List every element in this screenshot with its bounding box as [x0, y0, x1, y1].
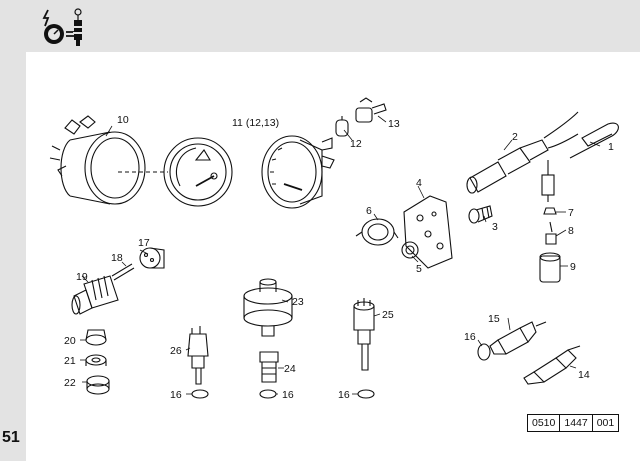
callout-2: 2: [512, 131, 518, 143]
grommet-5: [401, 241, 419, 259]
callout-19: 19: [76, 271, 88, 283]
gauge-housing-10: [49, 115, 146, 205]
clip-1: [569, 122, 619, 159]
callout-15: 15: [488, 313, 500, 325]
callout-23: 23: [292, 296, 304, 308]
callout-17: 17: [138, 237, 150, 249]
washer-21: [85, 354, 107, 366]
callout-9: 9: [570, 261, 576, 273]
wire-8: [545, 221, 557, 245]
cap-6: [355, 218, 399, 246]
gauge-11: [261, 135, 335, 209]
callout-5: 5: [416, 263, 422, 275]
reference-part-3: 001: [591, 415, 619, 431]
callout-18: 18: [111, 252, 123, 264]
reference-number-box: 0510 1447 001: [527, 414, 620, 432]
header-band: [0, 0, 640, 52]
callout-6: 6: [366, 205, 372, 217]
pressure-sender-23: [243, 278, 293, 337]
temperature-sender-25: [353, 298, 375, 371]
adapter-24: [259, 351, 279, 383]
washer-16-c: [357, 389, 375, 399]
callout-10: 10: [117, 114, 129, 126]
margin-band: [0, 52, 26, 461]
callout-13: 13: [388, 118, 400, 130]
callout-16-c: 16: [338, 389, 350, 401]
bracket-4: [403, 195, 453, 269]
callout-24: 24: [284, 363, 296, 375]
reference-part-1: 0510: [532, 417, 556, 429]
washer-16-b: [259, 389, 277, 399]
callout-14: 14: [578, 369, 590, 381]
pin-18: [111, 263, 135, 281]
nut-22: [86, 375, 110, 395]
temperature-switch-26: [187, 326, 209, 385]
page-number: 51: [2, 429, 20, 446]
seal-20: [85, 329, 107, 346]
screw-3: [468, 205, 493, 224]
callout-11: 11 (12,13): [232, 117, 279, 129]
nut-7: [543, 207, 557, 215]
callout-4: 4: [416, 177, 422, 189]
callout-20: 20: [64, 335, 76, 347]
reference-part-2: 1447: [559, 415, 591, 431]
connector-17: [139, 247, 165, 269]
callout-7: 7: [568, 207, 574, 219]
bulb-12: [335, 116, 349, 137]
gauge-face: [163, 137, 233, 207]
callout-22: 22: [64, 377, 76, 389]
callout-16-d: 16: [464, 331, 476, 343]
callout-12: 12: [350, 138, 362, 150]
sensor-15: [489, 321, 547, 355]
washer-16-d: [477, 343, 491, 361]
callout-16-a: 16: [170, 389, 182, 401]
level-sensor-2: [466, 111, 579, 202]
sensor-14: [523, 345, 581, 385]
callout-21: 21: [64, 355, 76, 367]
cylinder-9: [539, 252, 561, 283]
callout-1: 1: [608, 141, 614, 153]
callout-25: 25: [382, 309, 394, 321]
gauge-and-sensor-icon: [42, 8, 83, 46]
washer-16-a: [191, 389, 209, 399]
elbow-connector-19: [71, 275, 119, 315]
callout-16-b: 16: [282, 389, 294, 401]
callout-8: 8: [568, 225, 574, 237]
callout-3: 3: [492, 221, 498, 233]
bulb-socket-13: [355, 97, 387, 123]
callout-26: 26: [170, 345, 182, 357]
